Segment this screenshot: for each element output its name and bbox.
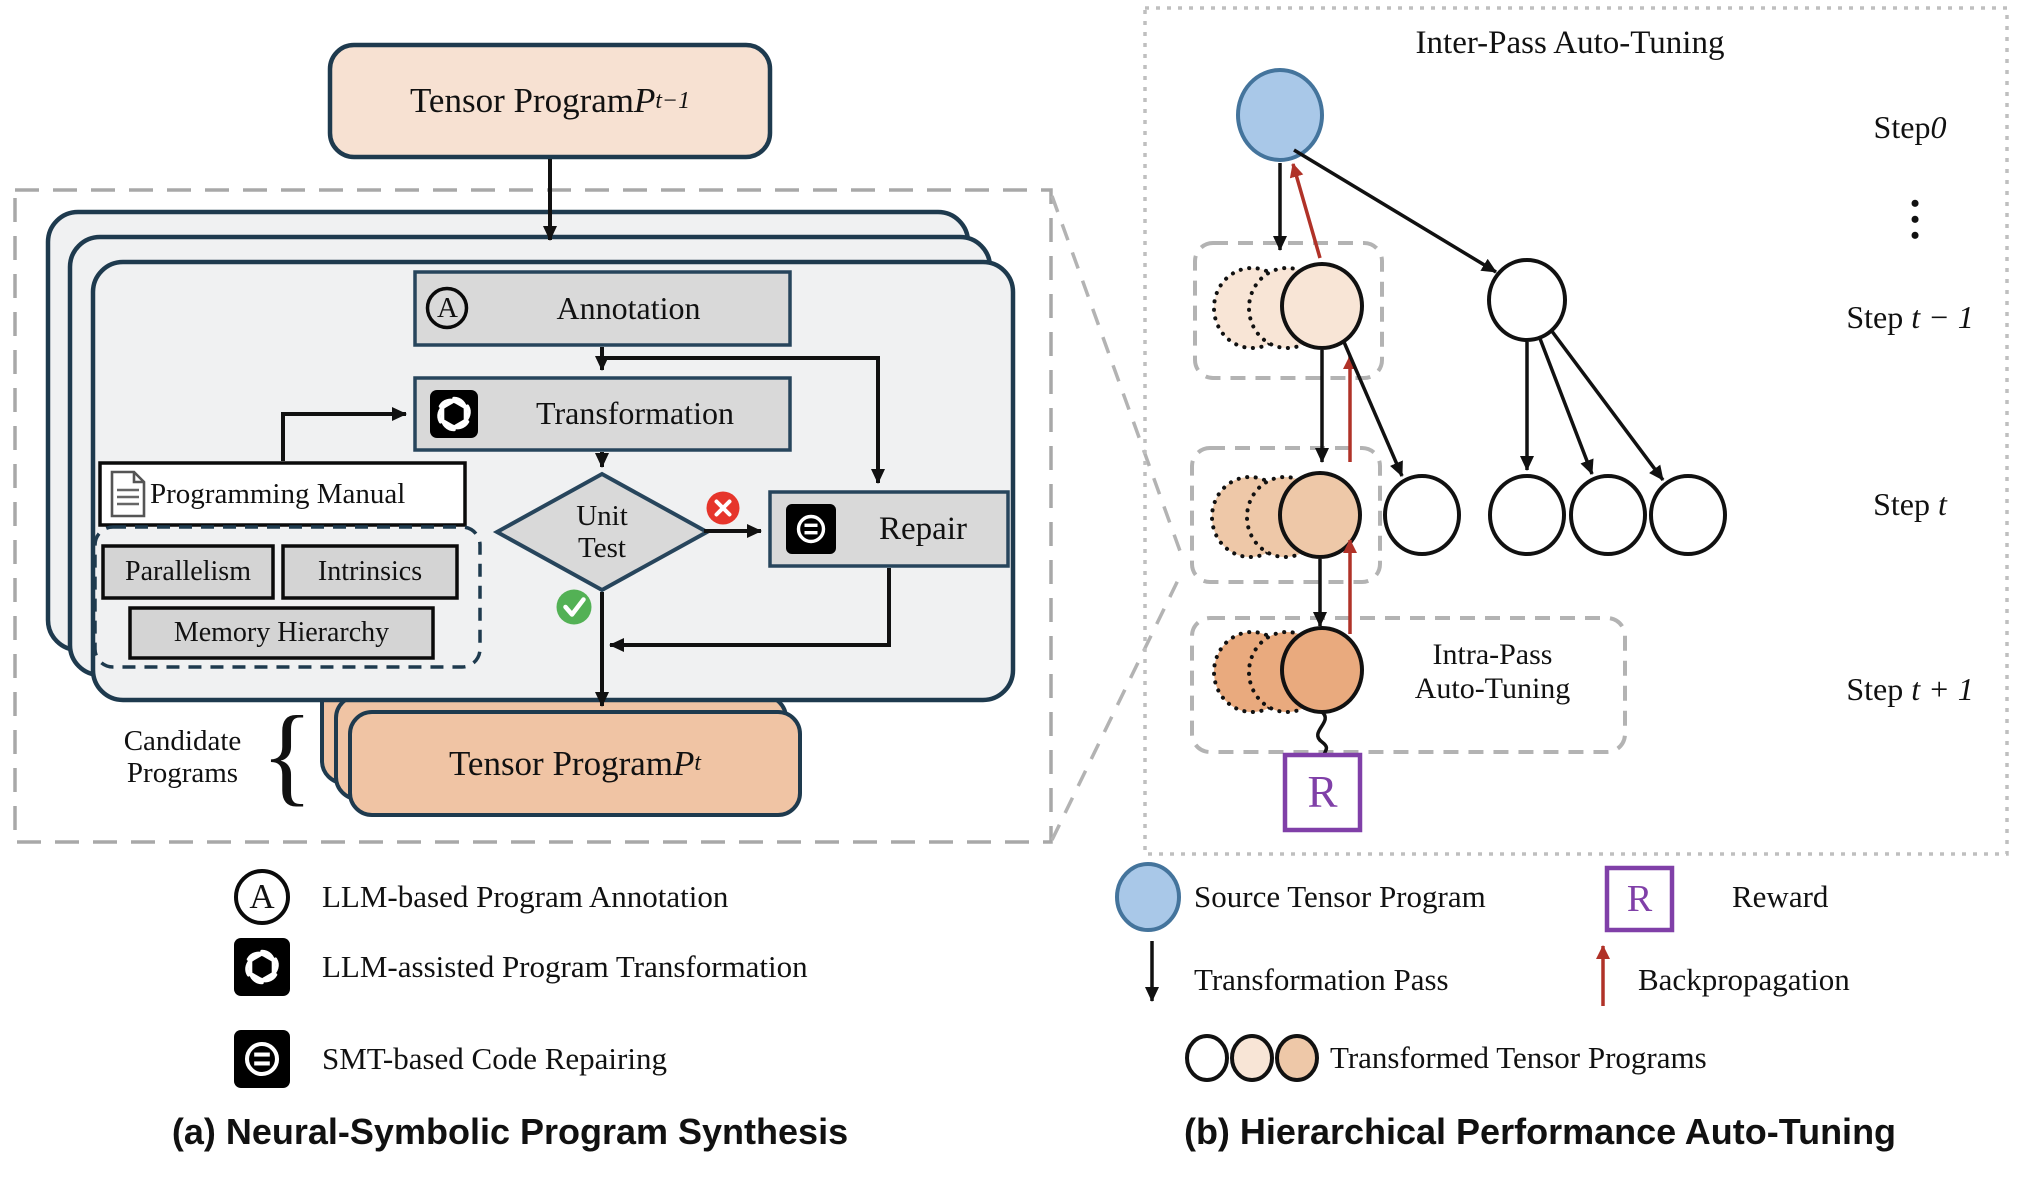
reward-symbol: R: [1307, 767, 1338, 818]
circle-a-icon: [425, 286, 469, 330]
input-tensor-program-box: [327, 42, 773, 160]
legend-a-icon-letter: A: [249, 877, 275, 917]
candidate-brace: {: [261, 694, 313, 817]
step-0-label: Step 0: [1873, 109, 1947, 146]
unexplored-program-circle: [1649, 474, 1727, 556]
step-t-plus-1-label: Step t + 1: [1846, 671, 1974, 708]
zoom-connector-top: [1050, 195, 1182, 552]
openai-icon: [430, 390, 478, 438]
unexplored-program-circle: [1569, 474, 1647, 556]
transformation-pass-arrow: [1293, 148, 1497, 274]
parallelism-label: Parallelism: [125, 556, 251, 588]
caption-b: (b) Hierarchical Performance Auto-Tuning: [1183, 1110, 1897, 1152]
backpropagation-arrow: [1289, 163, 1322, 259]
zoom-connector-bottom: [1050, 575, 1182, 841]
unexplored-program-circle: [1487, 258, 1567, 342]
smt-equals-icon: [234, 1030, 290, 1088]
green-check-icon: [556, 589, 592, 625]
circle-a-icon: [234, 869, 290, 925]
transformation-pass-arrow: [1342, 341, 1404, 477]
source-program-legend-icon: [1115, 862, 1181, 932]
repair-label: Repair: [879, 510, 967, 547]
parallelism-box: [101, 544, 275, 600]
unexplored-program-circle: [1488, 474, 1566, 556]
reward-squiggle-link: [1316, 710, 1329, 756]
intra-pass-group-box: [1190, 616, 1627, 754]
transformation-pass-arrow: [1549, 328, 1665, 482]
vertical-ellipsis: •••: [1910, 189, 1920, 250]
selected-program-circle-t-plus-1: [1280, 626, 1364, 714]
step-t-group-box: [1190, 446, 1382, 584]
legend-transformation-text: LLM-assisted Program Transformation: [322, 948, 808, 984]
step-t-minus-1-label: Step t − 1: [1846, 299, 1974, 336]
document-icon: [110, 470, 146, 518]
intrinsics-box: [281, 544, 459, 600]
arrow-annotation-to-repair: [602, 356, 885, 484]
legend-backpropagation-text: Backpropagation: [1638, 961, 1850, 997]
transformation-pass-arrow: [1537, 335, 1594, 475]
unexplored-program-circle: [1383, 474, 1461, 556]
inter-pass-title: Inter-Pass Auto-Tuning: [1415, 24, 1725, 61]
programming-manual-label: Programming Manual: [150, 477, 406, 510]
legend-transformation-pass-text: Transformation Pass: [1194, 961, 1449, 997]
source-program-circle: [1236, 68, 1324, 162]
legend-reward-text: Reward: [1732, 878, 1829, 914]
openai-icon: [234, 938, 290, 996]
arrow-manual-to-transformation: [281, 407, 407, 461]
transformed-program-legend-circle: [1185, 1034, 1229, 1082]
legend-repair-text: SMT-based Code Repairing: [322, 1040, 667, 1076]
selected-program-circle-t: [1278, 471, 1362, 559]
panel-b-dotted-border: [1143, 6, 2009, 856]
annotation-label: Annotation: [556, 289, 701, 326]
programming-manual-box: [98, 461, 467, 527]
step-t-label: Step t: [1873, 486, 1947, 523]
memory-hierarchy-label: Memory Hierarchy: [173, 617, 390, 649]
transformation-label: Transformation: [536, 395, 734, 432]
legend-reward-symbol: R: [1626, 877, 1653, 920]
intrinsics-label: Intrinsics: [317, 556, 423, 588]
selected-program-circle-t-minus-1: [1280, 262, 1364, 350]
annotation-box: [413, 270, 792, 347]
annotation-icon-letter: A: [437, 291, 458, 324]
legend-source-text: Source Tensor Program: [1194, 878, 1486, 914]
memory-hierarchy-box: [128, 606, 435, 660]
candidate-program-card-front: [348, 710, 802, 817]
step-t-minus-1-group-box: [1193, 241, 1384, 380]
reward-legend-box: [1604, 865, 1675, 933]
legend-annotation-text: LLM-based Program Annotation: [322, 878, 729, 914]
legend-transformed-text: Transformed Tensor Programs: [1330, 1039, 1707, 1075]
transformed-program-legend-circle: [1275, 1034, 1319, 1082]
manual-topics-dashed-box: [93, 525, 482, 669]
reward-box: [1282, 752, 1363, 833]
smt-equals-icon: [786, 504, 836, 554]
panel-a-dashed-border: [13, 188, 1053, 844]
red-cross-icon: [706, 491, 740, 525]
caption-a: (a) Neural-Symbolic Program Synthesis: [171, 1110, 849, 1152]
transformed-program-legend-circle: [1230, 1034, 1274, 1082]
arrow-repair-return: [609, 568, 891, 652]
